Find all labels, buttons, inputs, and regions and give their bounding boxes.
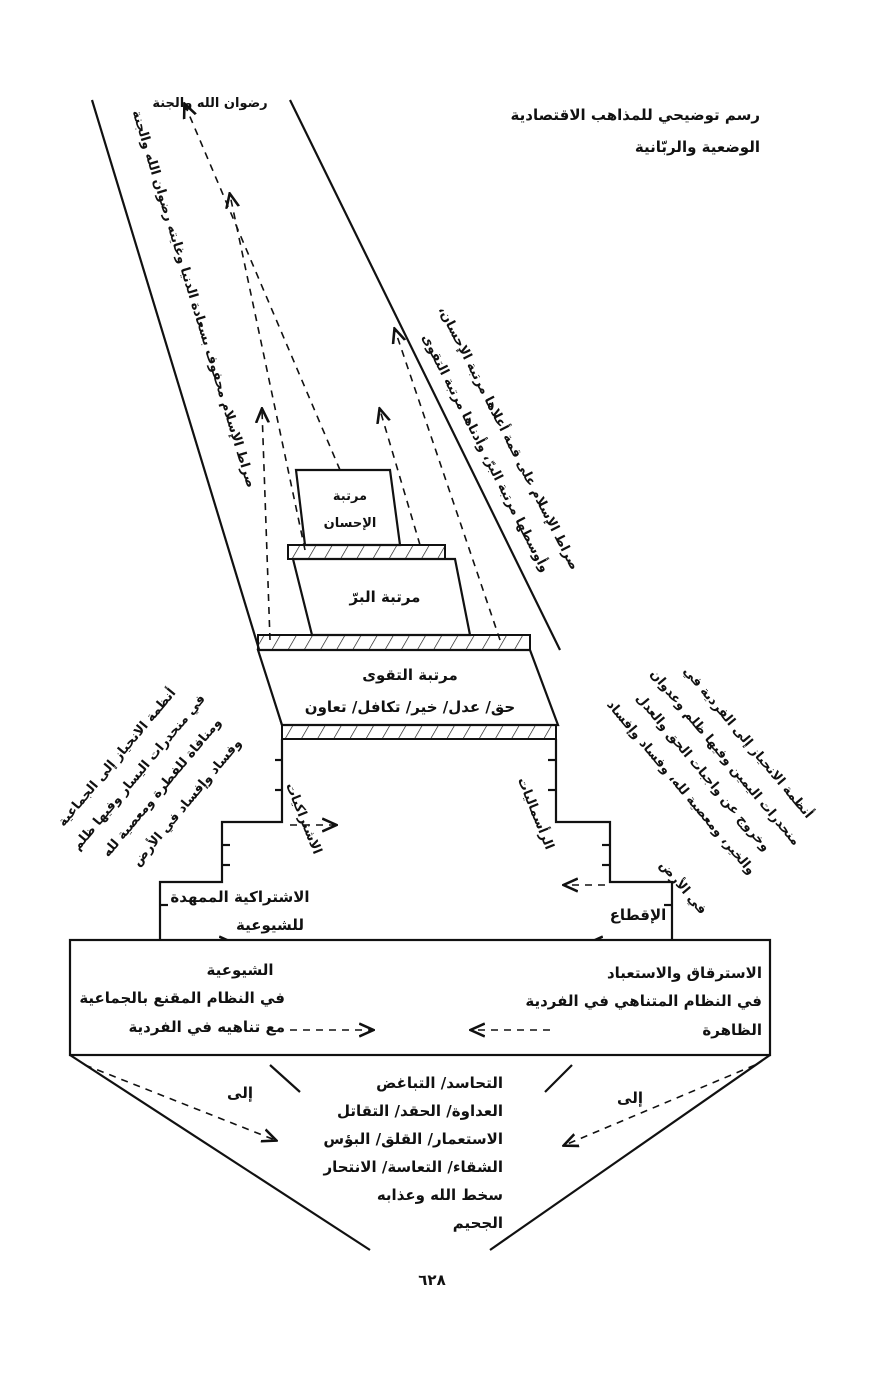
svg-text:منحدرات اليمين وفيها ظلم وعدوا: منحدرات اليمين وفيها ظلم وعدوان <box>647 667 803 849</box>
left-staircase <box>158 739 284 940</box>
top-goal-label: رضوان الله والجنة <box>152 96 267 111</box>
outcome-item: التحاسد/ التباغض <box>376 1074 503 1092</box>
capitalisms-label: الرأسماليات <box>514 775 558 852</box>
ihsan-level-box <box>294 468 402 547</box>
taqwa-level-box <box>256 648 560 727</box>
path-left-border <box>90 99 284 726</box>
birr-label: مرتبة البرّ <box>349 588 421 606</box>
staircase-ticks <box>160 758 672 907</box>
outcomes-list: التحاسد/ التباغض العداوة/ الحقد/ التقاتل… <box>322 1074 503 1232</box>
socialisms-label: الاشتراكيات <box>282 781 324 857</box>
outcome-item: الجحيم <box>453 1214 503 1232</box>
svg-text:في منحدرات اليسار وفيها ظلم: في منحدرات اليسار وفيها ظلم <box>70 692 209 854</box>
funnel-right <box>489 1054 771 1251</box>
outcome-item: العداوة/ الحقد/ التقاتل <box>337 1102 503 1120</box>
diagram-title-line1: رسم توضيحي للمذاهب الاقتصادية <box>511 106 760 124</box>
slavery-line1: الاسترقاق والاستعباد <box>607 964 762 982</box>
right-staircase <box>554 739 674 940</box>
feudalism-label: الإقطاع <box>610 906 667 924</box>
communism-line1: الشيوعية <box>206 961 273 979</box>
to-label-left: إلى <box>227 1084 253 1102</box>
svg-text:وخروج عن واجبات الحق والعدل: وخروج عن واجبات الحق والعدل <box>632 691 773 854</box>
right-path-text-line2: وأوسطها مرتبة البرّ، وأدناها مرتبة التقو… <box>418 331 554 575</box>
taqwa-values: حق/ عدل/ خير/ تكافل/ تعاون <box>305 698 515 716</box>
bottom-systems-box <box>68 938 772 1057</box>
ihsan-label-line2: الإحسان <box>324 516 377 531</box>
funnel-left <box>69 1054 371 1251</box>
communism-line2: في النظام المقنع بالجماعية <box>79 989 285 1007</box>
page-number: ٦٢٨ <box>418 1271 445 1289</box>
slavery-line3: الظاهرة <box>702 1021 762 1039</box>
preparatory-socialism-line2: للشيوعية <box>236 916 304 934</box>
communism-line3: مع تناهيه في الفردية <box>128 1018 285 1036</box>
to-label-right: إلى <box>617 1089 643 1107</box>
path-right-border <box>289 99 561 651</box>
slavery-line2: في النظام المتناهي في الفردية <box>525 992 762 1010</box>
hatched-bar <box>281 724 557 740</box>
right-side-description: أنظمة الانحياز إلى الفردية في منحدرات ال… <box>603 663 817 918</box>
outcome-item: سخط الله وعذابه <box>377 1186 503 1204</box>
left-side-description: أنظمة الانحياز إلى الجماعية في منحدرات ا… <box>54 685 245 870</box>
taqwa-label: مرتبة التقوى <box>362 666 458 684</box>
hatched-bar <box>287 544 446 560</box>
outcome-item: الاستعمار/ القلق/ البؤس <box>323 1130 503 1148</box>
upward-arrows <box>185 105 501 641</box>
outcome-item: الشقاء/ التعاسة/ الانتحار <box>322 1158 503 1176</box>
ihsan-label-line1: مرتبة <box>333 489 367 504</box>
hatched-bar <box>257 634 531 651</box>
diagram-title-line2: الوضعية والربّانية <box>635 138 760 156</box>
preparatory-socialism-line1: الاشتراكية الممهدة <box>170 888 309 906</box>
